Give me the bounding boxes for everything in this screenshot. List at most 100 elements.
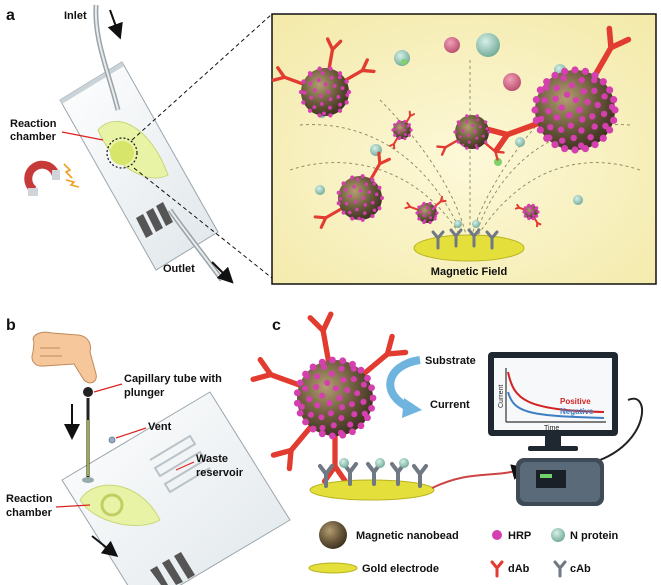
hrp-dot (422, 220, 426, 225)
capillary-label-line2: plunger (124, 387, 165, 399)
hrp-dot (328, 432, 336, 440)
legend-cab-label: cAb (570, 563, 591, 575)
dab-antibody-arm (360, 58, 369, 73)
inlet-label: Inlet (64, 10, 87, 22)
hrp-dot (471, 124, 474, 127)
hrp-dot (338, 365, 345, 372)
hrp-dot (355, 177, 360, 182)
hrp-dot (369, 394, 377, 402)
nanobead (388, 110, 416, 150)
hrp-dot (551, 141, 559, 149)
hrp-dot (317, 113, 322, 118)
hrp-dot (336, 201, 341, 206)
hrp-dot (380, 196, 384, 200)
hrp-dot (415, 211, 419, 215)
hrp-dot (363, 203, 368, 207)
hrp-dot (337, 75, 342, 80)
hrp-dot (611, 106, 619, 114)
hrp-dot (532, 214, 536, 217)
hrp-dot (401, 123, 404, 127)
hrp-dot (309, 95, 314, 100)
hrp-dot (307, 411, 314, 418)
panel-c-nanobead (250, 311, 409, 485)
hrp-dot (313, 383, 320, 391)
dab-antibody-arm (257, 357, 274, 378)
hrp-dot (535, 206, 539, 210)
hrp-dot (566, 112, 573, 119)
dab-antibody-arm (384, 349, 409, 357)
hrp-dot (429, 216, 433, 220)
hrp-dot (348, 210, 352, 215)
dab-antibody-arm (313, 215, 328, 220)
capillary-label-line1: Capillary tube with (124, 373, 222, 385)
capillary-pointer (93, 383, 123, 393)
dab-antibody-arm (250, 371, 274, 382)
dab-antibody-arm (332, 463, 349, 485)
hrp-dot (324, 379, 331, 386)
hrp-dot (355, 207, 359, 212)
hrp-dot (543, 134, 551, 142)
hrp-dot (599, 134, 607, 142)
hrp-dot (560, 74, 567, 82)
hrp-dot (601, 93, 608, 100)
dab-antibody-arm (320, 311, 334, 334)
hrp-dot (553, 84, 560, 92)
dab-antibody-arm (406, 201, 412, 208)
hrp-dot (484, 140, 488, 144)
hrp-dot (347, 421, 354, 428)
electrode-wire (431, 464, 528, 489)
hrp-dot (352, 184, 356, 189)
dab-antibody-arm (286, 447, 294, 472)
hrp-dot (361, 196, 366, 200)
substrate-label: Substrate (425, 355, 476, 367)
hrp-dot (306, 396, 313, 403)
dab-antibody (392, 136, 399, 146)
hrp-dot (312, 105, 317, 110)
hrp-dot (403, 119, 407, 124)
dab-antibody-arm (516, 203, 521, 209)
magnetic-field-inset: Magnetic Field (271, 13, 657, 285)
hrp-dot (345, 93, 350, 97)
a-reaction-chamber-line1: Reaction (10, 118, 57, 130)
hrp-dot (296, 379, 304, 387)
waste-label-line2: reservoir (196, 467, 244, 479)
hrp-dot (422, 201, 426, 206)
usb-cable (599, 397, 644, 461)
hrp-dot (532, 116, 540, 124)
hrp-dot (298, 89, 304, 95)
nanobead (436, 114, 505, 161)
dab-antibody (409, 205, 420, 211)
hrp-dot (591, 71, 599, 79)
inset-nanobeads (271, 25, 632, 229)
dab-antibody-arm (319, 216, 328, 229)
panel-b-chip (61, 391, 291, 585)
hrp-dot (328, 356, 336, 364)
zoom-line-top (131, 13, 273, 141)
hrp-dot (377, 185, 382, 190)
hrp-dot (558, 137, 566, 144)
hrp-dot (409, 128, 413, 132)
hrp-dot (527, 212, 531, 216)
hrp-dot (563, 91, 571, 98)
hrp-dot (298, 403, 305, 410)
hrp-dot (589, 113, 596, 120)
graph-y-label: Current (498, 385, 505, 408)
hrp-dot (404, 133, 407, 136)
hrp-dot (487, 130, 491, 134)
current-time-graph: Positive Negative Time Current (498, 368, 606, 432)
hrp-dot (594, 101, 601, 109)
hrp-dot (302, 90, 307, 95)
dab-antibody-arm (493, 131, 511, 154)
hrp-dot (328, 97, 333, 102)
hrp-dot (547, 123, 554, 131)
hrp-dot (368, 404, 376, 412)
dab-antibody-arm (608, 36, 632, 51)
hrp-dot (402, 128, 406, 132)
hrp-dot (343, 187, 348, 192)
legend-dab-swatch (490, 560, 504, 578)
hrp-dot (391, 128, 395, 132)
hrp-dot (350, 376, 357, 383)
hrp-dot (338, 197, 343, 201)
hrp-dot (417, 217, 421, 221)
hrp-dot (326, 90, 331, 94)
